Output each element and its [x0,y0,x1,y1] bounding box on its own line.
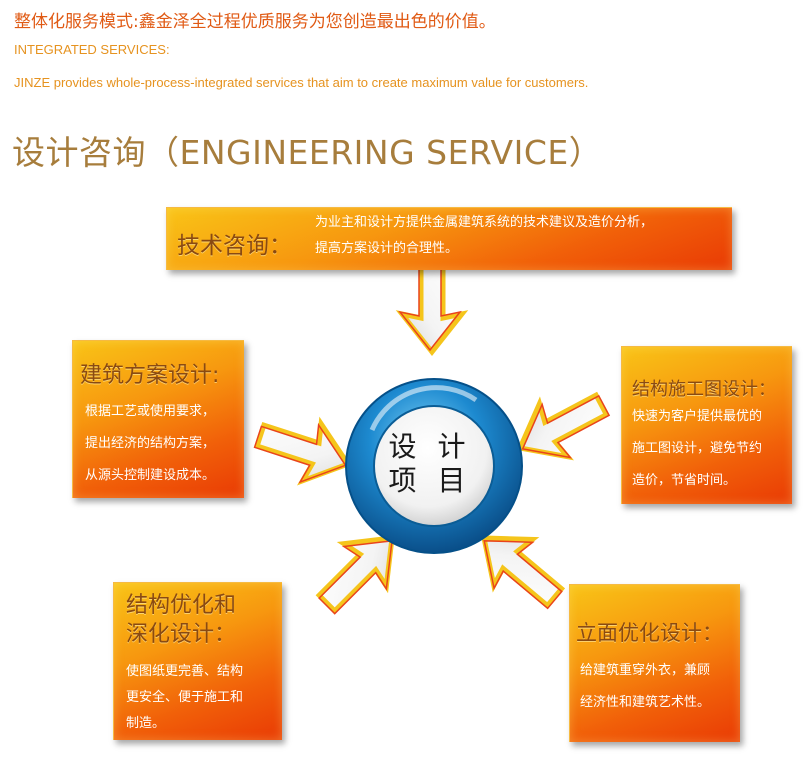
construction-drawing-text: 快速为客户提供最优的 施工图设计，避免节约 造价，节省时间。 [632,401,762,497]
construction-drawing-box: 结构施工图设计： 快速为客户提供最优的 施工图设计，避免节约 造价，节省时间。 [621,346,792,504]
technical-consulting-line: 为业主和设计方提供金属建筑系统的技术建议及造价分析， [315,215,654,230]
construction-drawing-title: 结构施工图设计： [632,379,776,400]
structural-optimization-line: 制造。 [126,716,166,731]
intro-heading: 整体化服务模式:鑫金泽全过程优质服务为您创造最出色的价值。 [14,12,496,32]
architectural-design-box: 建筑方案设计: 根据工艺或使用要求， 提出经济的结构方案， 从源头控制建设成本。 [72,340,244,498]
construction-drawing-line: 施工图设计，避免节约 [632,441,763,456]
structural-optimization-text: 使图纸更完善、结构 更安全、便于施工和 制造。 [126,659,243,737]
architectural-design-line: 根据工艺或使用要求， [85,404,216,419]
facade-optimization-box: 立面优化设计： 给建筑重穿外衣，兼顾 经济性和建筑艺术性。 [569,584,740,742]
facade-optimization-text: 给建筑重穿外衣，兼顾 经济性和建筑艺术性。 [580,655,710,719]
facade-optimization-line: 经济性和建筑艺术性。 [580,695,711,710]
hub-circle [345,378,523,554]
intro-description: JINZE provides whole-process-integrated … [14,75,589,90]
facade-optimization-title: 立面优化设计： [576,621,723,645]
architectural-design-line: 从源头控制建设成本。 [85,468,216,483]
hub-label: 设 计 项 目 [388,430,472,498]
structural-optimization-line: 更安全、便于施工和 [126,690,244,705]
construction-drawing-line: 快速为客户提供最优的 [632,409,763,424]
technical-consulting-text: 为业主和设计方提供金属建筑系统的技术建议及造价分析， 提高方案设计的合理性。 [315,210,653,262]
arrow-top [399,257,462,352]
architectural-design-line: 提出经济的结构方案， [85,436,216,451]
hub-label-line2: 项 目 [388,464,472,497]
structural-optimization-line: 使图纸更完善、结构 [126,664,244,679]
arrow-left [247,406,358,494]
structural-optimization-title-line: 深化设计： [126,622,237,647]
intro-subtitle: INTEGRATED SERVICES: [14,42,170,57]
construction-drawing-line: 造价，节省时间。 [632,473,737,488]
architectural-design-title: 建筑方案设计: [80,363,220,388]
technical-consulting-line: 提高方案设计的合理性。 [315,241,459,256]
hub-label-line1: 设 计 [388,430,472,463]
structural-optimization-title-line: 结构优化和 [126,593,237,618]
technical-consulting-title: 技术咨询： [177,233,292,259]
facade-optimization-line: 给建筑重穿外衣，兼顾 [580,663,711,678]
structural-optimization-title: 结构优化和 深化设计： [126,591,236,649]
structural-optimization-box: 结构优化和 深化设计： 使图纸更完善、结构 更安全、便于施工和 制造。 [113,582,282,740]
section-title: 设计咨询（ENGINEERING SERVICE） [12,133,603,172]
technical-consulting-box: 技术咨询： 为业主和设计方提供金属建筑系统的技术建议及造价分析， 提高方案设计的… [166,207,732,270]
architectural-design-text: 根据工艺或使用要求， 提出经济的结构方案， 从源头控制建设成本。 [85,396,215,492]
